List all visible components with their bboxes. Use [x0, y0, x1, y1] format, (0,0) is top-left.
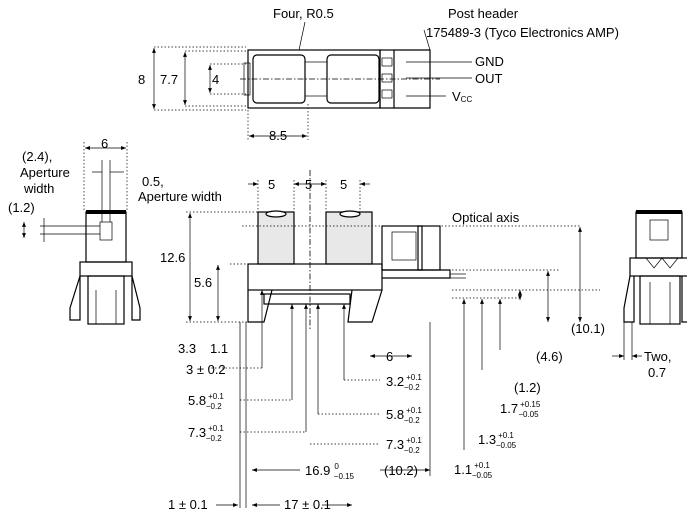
- tol-7-3-left-label: 7.3+0.1−0.2: [188, 424, 224, 443]
- height-5-6-label: 5.6: [194, 275, 212, 290]
- right-side-view: Two, 0.7: [612, 210, 687, 380]
- tol-17-label: 17 ± 0.1: [284, 497, 331, 512]
- left-side-view: 6 (2.4), Aperture width (1.2) 0.5, Apert…: [8, 136, 222, 325]
- pin-vcc-label: VCC: [452, 89, 472, 104]
- tol-3-2-label: 3.2+0.1−0.2: [386, 373, 422, 392]
- tol-1-1-label: 1.1+0.1−0.05: [454, 461, 493, 480]
- pitch-5-left-label: 5: [268, 177, 275, 192]
- tol-5-8-right-label: 5.8+0.1−0.2: [386, 406, 422, 425]
- dim-1-1-label: 1.1: [210, 341, 228, 356]
- tol-1-7-label: 1.7+0.15−0.05: [500, 400, 541, 419]
- post-header-label: Post header: [448, 6, 519, 21]
- dim-6-label: 6: [386, 349, 393, 364]
- dim-1-2-label: (1.2): [514, 380, 541, 395]
- two-label: Two,: [644, 349, 671, 364]
- pin-out-label: OUT: [475, 71, 503, 86]
- tol-5-8-left-label: 5.8+0.1−0.2: [188, 392, 224, 411]
- tol-3-label: 3 ± 0.2: [186, 362, 226, 377]
- pitch-5-right-label: 5: [340, 177, 347, 192]
- aperture-word-label: Aperture: [20, 165, 70, 180]
- height-7-7-label: 7.7: [160, 72, 178, 87]
- dim-10-1-label: (10.1): [571, 321, 605, 336]
- aperture-width-label: Aperture width: [138, 189, 222, 204]
- aperture-0-5-label: 0.5,: [142, 174, 164, 189]
- width-8-5-label: 8.5: [269, 128, 287, 143]
- post-header-part-label: 175489-3 (Tyco Electronics AMP): [426, 25, 619, 40]
- pitch-5-mid-label: 5: [305, 177, 312, 192]
- side-width-6-label: 6: [101, 136, 108, 151]
- dim-3-3-label: 3.3: [178, 341, 196, 356]
- tol-7-3-right-label: 7.3+0.1−0.2: [386, 436, 422, 455]
- tol-1-label: 1 ± 0.1: [168, 497, 208, 512]
- height-4-label: 4: [212, 72, 219, 87]
- tol-10-2-label: (10.2): [384, 463, 418, 478]
- height-8-label: 8: [138, 72, 145, 87]
- dim-4-6-label: (4.6): [536, 349, 563, 364]
- height-12-6-label: 12.6: [160, 250, 185, 265]
- aperture-2-4-label: (2.4),: [22, 149, 52, 164]
- aperture-1-2-label: (1.2): [8, 200, 35, 215]
- tol-1-3-label: 1.3+0.1−0.05: [478, 431, 517, 450]
- top-view: Four, R0.5 Post header 175489-3 (Tyco El…: [138, 6, 619, 143]
- two-value-label: 0.7: [648, 365, 666, 380]
- front-view: 5 5 5 Optical axis 12.6 5.6 3.3 1.1 (10.…: [160, 170, 605, 512]
- aperture-width-word-label: width: [23, 181, 54, 196]
- pin-gnd-label: GND: [475, 54, 504, 69]
- optical-axis-label: Optical axis: [452, 210, 520, 225]
- corner-radius-label: Four, R0.5: [273, 6, 334, 21]
